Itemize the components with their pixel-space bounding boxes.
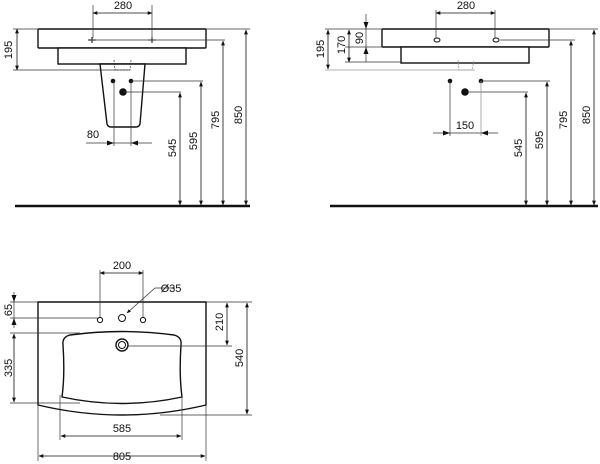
basin-bowl [57, 47, 187, 65]
dim-waste-spacing: 80 [87, 129, 99, 141]
dim-height-rim: 850 [581, 106, 593, 124]
dim-bowl-width: 585 [113, 423, 131, 435]
side-view-pedestal: 280 195 80 545 595 795 850 [3, 0, 250, 208]
tap-marks [88, 37, 225, 43]
dim-tap-spacing: 280 [114, 0, 132, 12]
drain [115, 338, 129, 352]
dim-height-tap: 795 [558, 111, 570, 129]
tap-hole-right [492, 37, 500, 43]
dim-height-supply: 595 [534, 131, 546, 149]
tap-hole-center [118, 314, 126, 322]
dim-tap-hole-diameter: Ø35 [161, 283, 182, 295]
dim-height-waste: 545 [167, 139, 179, 157]
dim-height-rim: 850 [233, 106, 245, 124]
dim-basin-height: 195 [315, 40, 327, 58]
dim-tap-spacing: 200 [113, 260, 131, 272]
waste-point [461, 88, 469, 96]
dim-tap-spacing: 280 [457, 0, 475, 12]
dim-height-supply: 595 [188, 132, 200, 150]
dim-basin-depth: 170 [336, 36, 348, 54]
side-view-wall: 280 90 170 195 150 545 595 795 850 [315, 0, 598, 208]
dim-height-tap: 795 [210, 111, 222, 129]
dim-supply-spacing: 150 [456, 120, 474, 132]
dim-overall-width: 805 [113, 451, 131, 463]
top-view: 200 Ø35 65 335 210 540 585 805 [3, 260, 252, 463]
basin-bowl [400, 46, 530, 64]
tap-hole-left [96, 316, 104, 324]
dim-rim-depth: 90 [354, 32, 366, 44]
dim-tap-offset: 65 [3, 304, 15, 316]
dim-drain-offset: 210 [214, 313, 226, 331]
dim-height-waste: 545 [513, 139, 525, 157]
supply-point-left [110, 78, 116, 84]
tap-hole-right [139, 316, 147, 324]
basin-slab [37, 28, 207, 49]
dim-basin-height: 195 [3, 41, 15, 59]
dim-overall-depth: 540 [234, 349, 246, 367]
basin-slab [381, 28, 550, 48]
dim-bowl-depth: 335 [3, 359, 15, 377]
tap-hole-left [433, 37, 441, 43]
